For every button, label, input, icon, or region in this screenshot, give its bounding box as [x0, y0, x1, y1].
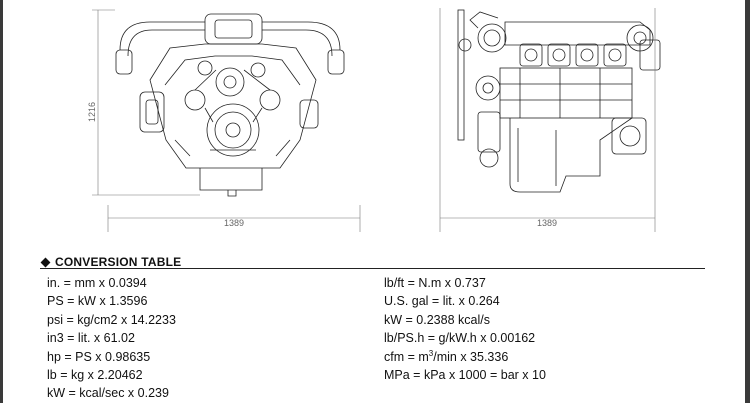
conversion-row-cfm: cfm = m3/min x 35.336 — [384, 348, 546, 366]
side-width-label: 1389 — [537, 218, 557, 228]
conversion-table: in. = mm x 0.0394 PS = kW x 1.3596 psi =… — [40, 268, 705, 400]
conversion-row: lb = kg x 2.20462 — [47, 367, 143, 382]
conversion-row: MPa = kPa x 1000 = bar x 10 — [384, 367, 546, 382]
front-width-dimension — [107, 205, 361, 232]
conversion-row: PS = kW x 1.3596 — [47, 294, 148, 309]
page-edge-left — [0, 0, 3, 403]
conversion-table-heading: CONVERSION TABLE — [40, 255, 181, 269]
conversion-row: in3 = lit. x 61.02 — [47, 331, 135, 346]
conversion-column-right: lb/ft = N.m x 0.737 U.S. gal = lit. x 0.… — [384, 274, 546, 384]
conversion-table-title: CONVERSION TABLE — [55, 255, 182, 269]
cfm-exponent: 3 — [428, 348, 434, 358]
conversion-row: psi = kg/cm2 x 14.2233 — [47, 312, 176, 327]
conversion-row: kW = 0.2388 kcal/s — [384, 312, 490, 327]
side-width-dimension — [439, 8, 656, 232]
conversion-row: lb/PS.h = g/kW.h x 0.00162 — [384, 331, 536, 346]
conversion-row: kW = kcal/sec x 0.239 — [47, 386, 169, 401]
front-width-label: 1389 — [224, 218, 244, 228]
side-view-drawing — [457, 9, 661, 193]
conversion-row: lb/ft = N.m x 0.737 — [384, 276, 486, 290]
front-height-dimension — [92, 9, 200, 196]
conversion-row: U.S. gal = lit. x 0.264 — [384, 294, 500, 309]
cfm-suffix: /min x 35.336 — [433, 349, 509, 364]
front-height-label: 1216 — [87, 102, 97, 122]
conversion-row: hp = PS x 0.98635 — [47, 349, 151, 364]
diamond-bullet-icon — [40, 257, 51, 267]
page-edge-right — [745, 0, 750, 403]
cfm-prefix: cfm = m — [384, 349, 429, 364]
front-view-drawing — [115, 13, 345, 197]
conversion-column-left: in. = mm x 0.0394 PS = kW x 1.3596 psi =… — [47, 274, 176, 403]
conversion-row: in. = mm x 0.0394 — [47, 276, 147, 290]
engine-drawings: 1216 1389 — [87, 8, 661, 232]
